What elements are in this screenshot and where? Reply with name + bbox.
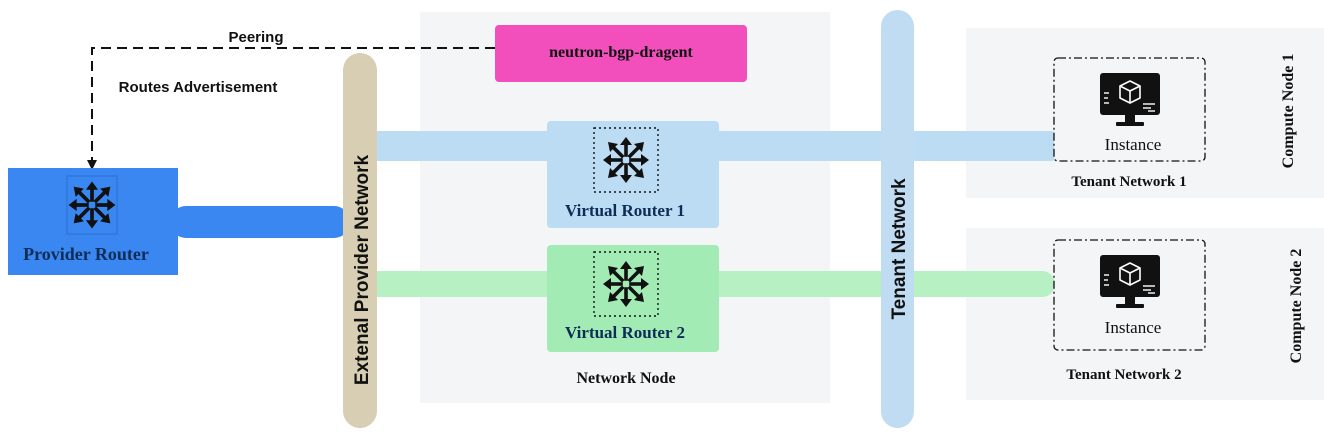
- peering-connector: [87, 47, 495, 170]
- tenant-network-2-label: Tenant Network 2: [1066, 367, 1181, 383]
- tenant-network-label: Tenant Network: [889, 178, 910, 320]
- bgp-agent-label: neutron-bgp-dragent: [549, 44, 693, 61]
- virtual-router-2-label: Virtual Router 2: [565, 323, 685, 342]
- routes-advertisement-label: Routes Advertisement: [119, 79, 278, 96]
- virtual-router-2-box: [547, 245, 719, 352]
- peering-label: Peering: [228, 29, 283, 46]
- provider-link: [170, 206, 350, 238]
- router-icon-frame: [593, 127, 659, 193]
- compute-node-2-label: Compute Node 2: [1288, 249, 1305, 364]
- provider-router-label: Provider Router: [23, 244, 149, 264]
- instance-1-label: Instance: [1105, 135, 1162, 154]
- provider-router-icon-frame: [66, 175, 118, 235]
- external-provider-bus: [343, 53, 377, 428]
- network-node-label: Network Node: [576, 370, 675, 387]
- instance-2-label: Instance: [1105, 318, 1162, 337]
- external-provider-network-label: Extenal Provider Network: [352, 154, 373, 385]
- router-icon-frame: [593, 251, 659, 317]
- bgp-agent-box: [495, 25, 747, 82]
- virtual-router-1-box: [547, 121, 719, 228]
- compute-node-1-label: Compute Node 1: [1280, 54, 1297, 169]
- tenant-network-1-label: Tenant Network 1: [1071, 174, 1186, 190]
- virtual-router-1-label: Virtual Router 1: [565, 201, 685, 220]
- tenant-network-bus: [881, 10, 914, 428]
